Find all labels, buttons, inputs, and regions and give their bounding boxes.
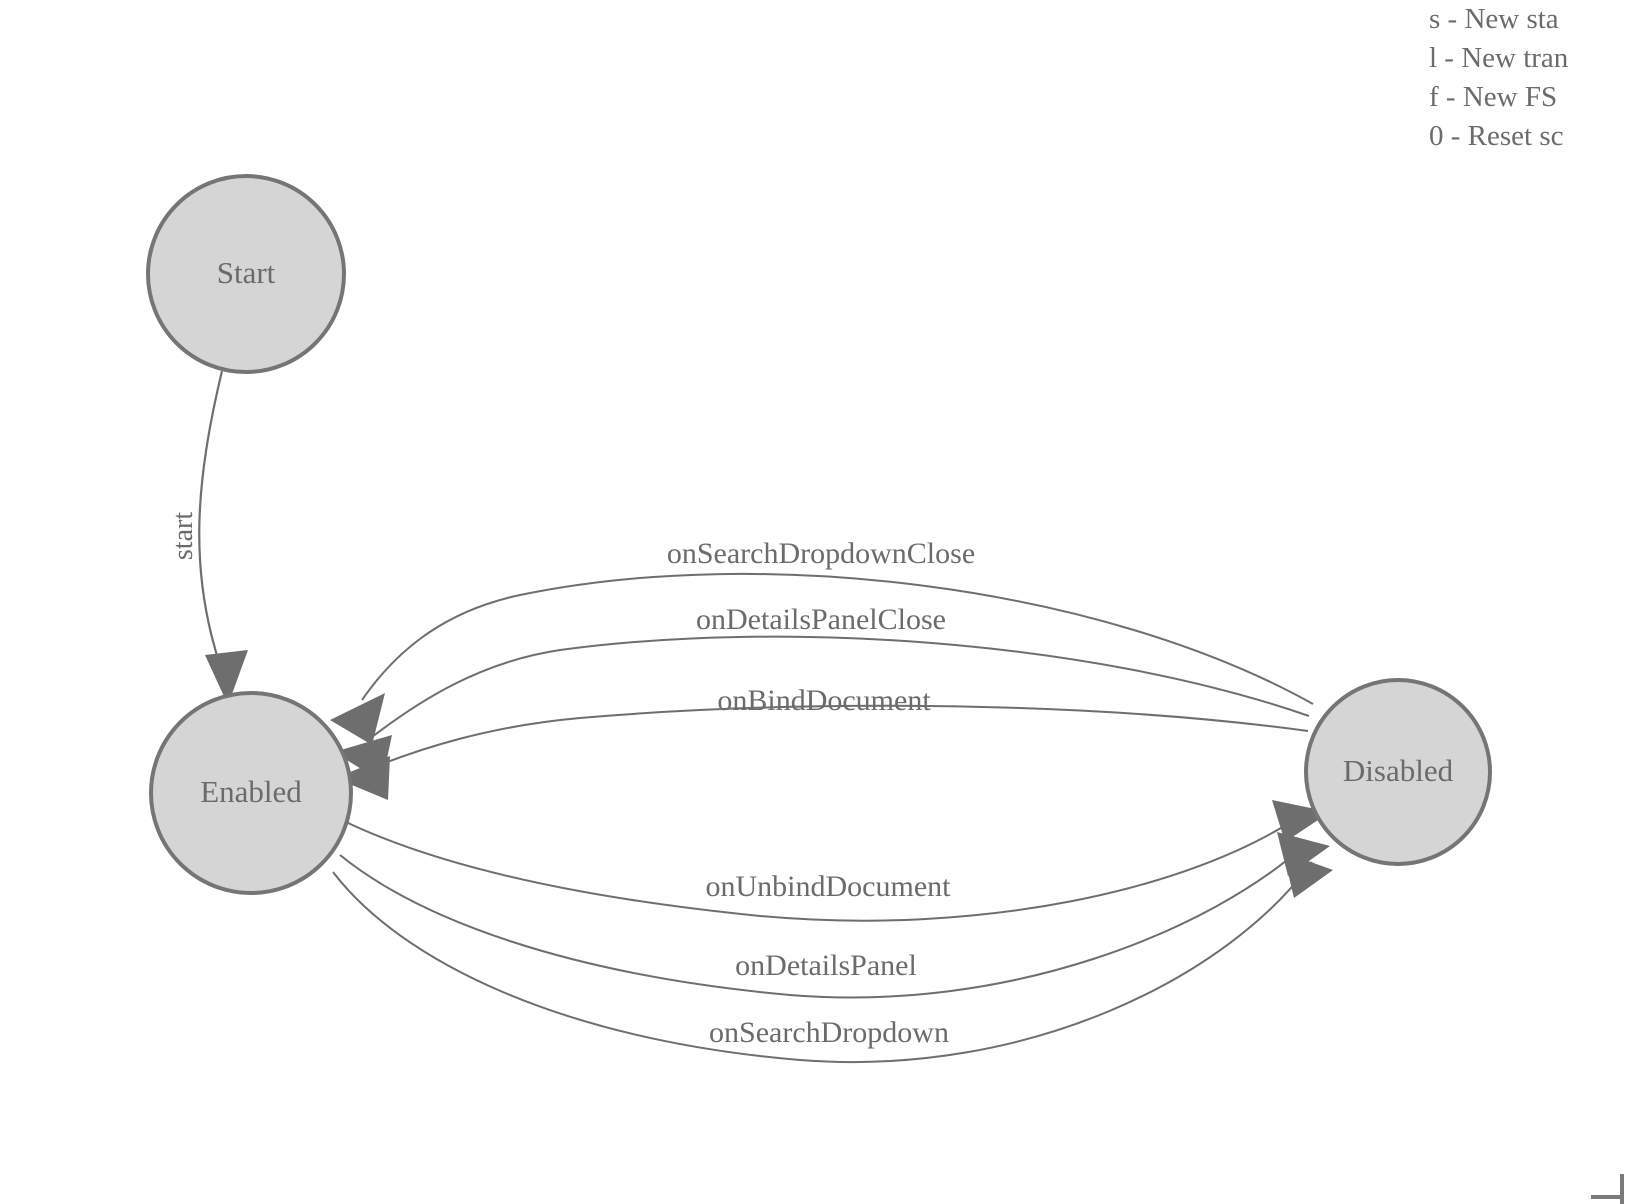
node-label: Enabled	[200, 774, 302, 809]
edge-label-on-search-dropdown-close: onSearchDropdownClose	[667, 537, 975, 570]
arrow-head-icon	[335, 756, 390, 800]
edge-line	[367, 635, 1310, 741]
edge-label-on-details-panel: onDetailsPanel	[735, 949, 917, 982]
edge-enabled-to-disabled-3[interactable]	[332, 852, 1333, 1064]
arrow-head-icon	[205, 650, 248, 705]
edge-label-on-details-panel-close: onDetailsPanelClose	[696, 603, 946, 636]
node-circle	[1304, 678, 1492, 866]
edge-line	[361, 572, 1314, 705]
node-disabled[interactable]: Disabled	[1304, 678, 1492, 866]
arrow-head-icon	[1283, 852, 1333, 898]
edge-line	[198, 370, 224, 669]
edge-start-to-enabled[interactable]	[198, 370, 248, 705]
node-enabled[interactable]: Enabled	[149, 691, 353, 895]
edge-line	[332, 861, 1313, 1064]
edge-label-on-bind-document: onBindDocument	[717, 684, 931, 717]
node-label: Disabled	[1343, 753, 1454, 788]
edge-line	[345, 815, 1301, 922]
node-circle	[149, 691, 353, 895]
node-label: Start	[217, 255, 276, 290]
edge-line	[339, 844, 1306, 999]
edge-line	[361, 704, 1309, 773]
edge-disabled-to-enabled-3[interactable]	[335, 704, 1309, 800]
node-circle	[146, 174, 346, 374]
edge-label-on-search-dropdown: onSearchDropdown	[709, 1016, 949, 1049]
edge-label-start: start	[168, 512, 199, 560]
node-start[interactable]: Start	[146, 174, 346, 374]
arrow-head-icon	[330, 693, 385, 745]
edge-disabled-to-enabled-1[interactable]	[330, 572, 1314, 745]
edge-label-on-unbind-document: onUnbindDocument	[706, 870, 952, 903]
